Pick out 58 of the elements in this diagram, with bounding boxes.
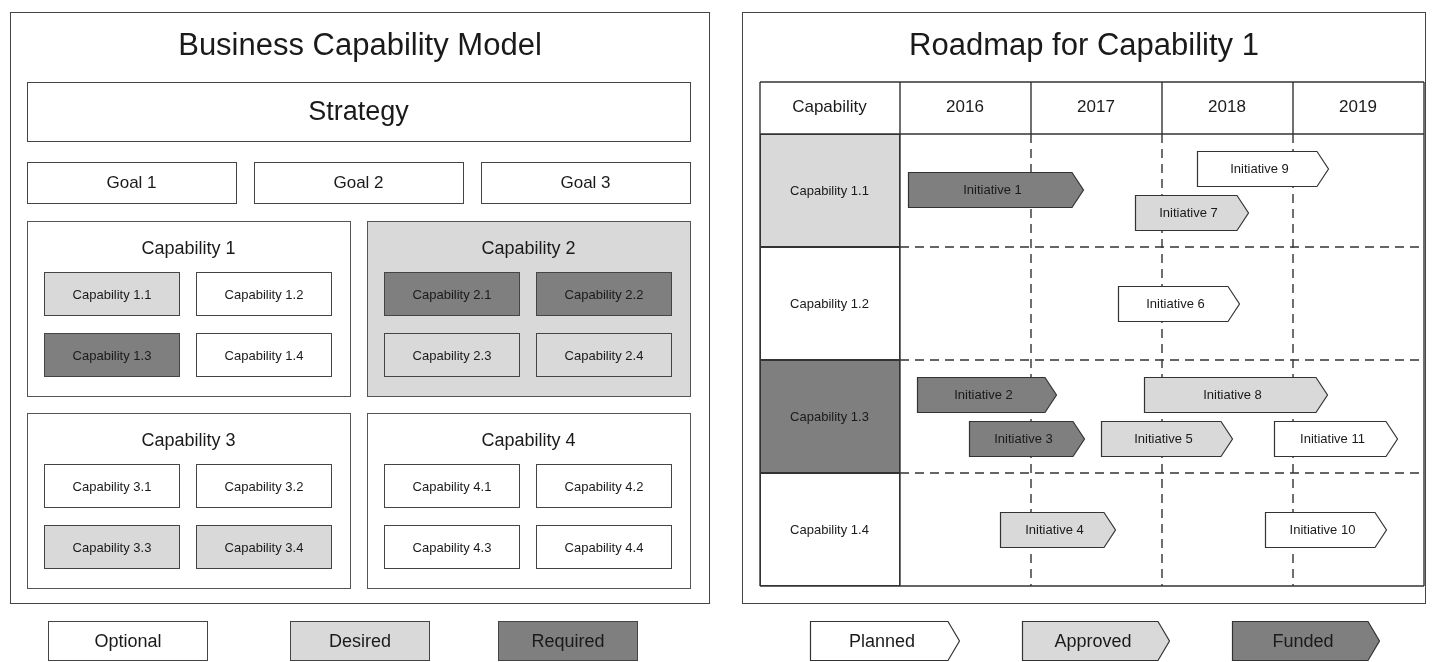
column-header: 2017	[1076, 96, 1116, 117]
capability-box: Capability 4.3	[384, 525, 520, 569]
initiative-bar: Initiative 2	[916, 376, 1057, 413]
legend-label: Planned	[848, 630, 917, 652]
capability-box: Capability 2.3	[384, 333, 520, 377]
capability-group	[26, 220, 351, 397]
legend-key: Required	[498, 621, 638, 661]
row-header-cell: Capability 1.3	[759, 359, 900, 473]
capability-box: Capability 2.4	[536, 333, 672, 377]
capability-box: Capability 2.2	[536, 272, 672, 316]
group-title: Capability 1	[140, 237, 237, 259]
initiative-bar: Initiative 1	[907, 171, 1084, 208]
capability-box: Capability 1.3	[44, 333, 180, 377]
capability-box: Capability 4.2	[536, 464, 672, 508]
panel	[10, 12, 710, 604]
capability-box: Capability 3.2	[196, 464, 332, 508]
capability-box: Capability 1.1	[44, 272, 180, 316]
group-title: Capability 3	[140, 429, 237, 451]
capability-group	[26, 412, 351, 589]
row-header-cell: Capability 1.1	[759, 133, 900, 247]
capability-box: Capability 3.4	[196, 525, 332, 569]
legend-label: Funded	[1272, 630, 1335, 652]
initiative-bar: Initiative 7	[1134, 194, 1249, 231]
row-header-cell: Capability 1.4	[759, 472, 900, 586]
capability-box: Capability 4.4	[536, 525, 672, 569]
initiative-bar: Initiative 10	[1264, 511, 1387, 548]
group-title: Capability 4	[480, 429, 577, 451]
initiative-bar: Initiative 5	[1100, 420, 1233, 457]
capability-box: Capability 2.1	[384, 272, 520, 316]
column-header: Capability	[791, 96, 868, 117]
capability-box: Capability 4.1	[384, 464, 520, 508]
capability-group	[366, 412, 691, 589]
capability-box: Capability 1.4	[196, 333, 332, 377]
capability-box: Capability 1.2	[196, 272, 332, 316]
panel-title: Roadmap for Capability 1	[908, 27, 1260, 63]
capability-box: Goal 3	[480, 161, 691, 204]
group-title: Capability 2	[480, 237, 577, 259]
capability-group	[366, 220, 691, 397]
panel-title: Business Capability Model	[177, 27, 543, 63]
initiative-bar: Initiative 9	[1196, 150, 1329, 187]
initiative-bar: Initiative 4	[999, 511, 1116, 548]
column-header: 2016	[945, 96, 985, 117]
row-header-cell: Capability 1.2	[759, 246, 900, 360]
column-header: 2019	[1338, 96, 1378, 117]
capability-box: Goal 2	[253, 161, 464, 204]
panel	[742, 12, 1426, 604]
initiative-bar: Initiative 11	[1273, 420, 1398, 457]
initiative-bar: Initiative 3	[968, 420, 1085, 457]
initiative-bar: Initiative 6	[1117, 285, 1240, 322]
capability-box: Capability 3.1	[44, 464, 180, 508]
capability-box: Strategy	[26, 81, 691, 142]
legend-label: Approved	[1054, 630, 1133, 652]
initiative-bar: Initiative 8	[1143, 376, 1328, 413]
column-header: 2018	[1207, 96, 1247, 117]
legend-key: Desired	[290, 621, 430, 661]
legend-key: Optional	[48, 621, 208, 661]
capability-box: Goal 1	[26, 161, 237, 204]
capability-box: Capability 3.3	[44, 525, 180, 569]
